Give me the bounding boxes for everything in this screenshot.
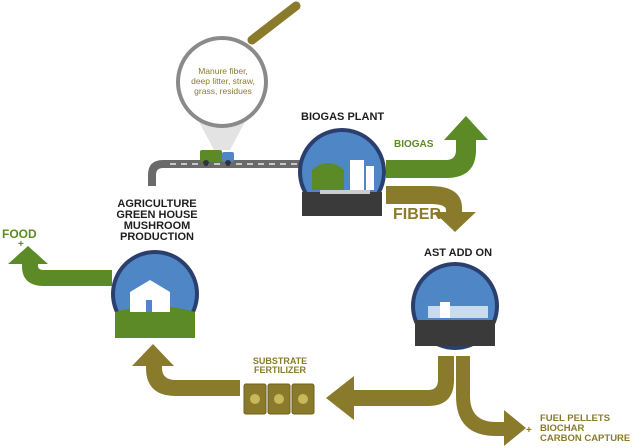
carbon-capture-label: CARBON CAPTURE [540, 433, 631, 444]
ast-add-on-node [411, 262, 499, 350]
fiber-arrow [386, 186, 476, 232]
road [148, 160, 300, 186]
biogas-arrow [386, 116, 488, 178]
ast-add-on-title: AST ADD ON [424, 247, 493, 259]
truck-icon [200, 150, 234, 166]
agriculture-line-4: PRODUCTION [120, 231, 194, 243]
magnifier-icon [176, 1, 301, 150]
substrate-line-1: SUBSTRATE [252, 356, 308, 366]
food-plus: + [18, 239, 24, 250]
substrate-line-2: FERTILIZER [254, 365, 306, 375]
magnifier-text: Manure fiber, deep litter, straw, grass,… [180, 66, 266, 97]
magnifier-line-1: Manure fiber, [198, 66, 248, 76]
magnifier-line-2: deep litter, straw, [191, 76, 255, 87]
agriculture-line-1: AGRICULTURE [117, 198, 197, 210]
degassed-label: DEGASSED [393, 195, 450, 206]
agriculture-title: AGRICULTURE GREEN HOUSE MUSHROOM PRODUCT… [102, 199, 212, 243]
biogas-plant-title: BIOGAS PLANT [301, 111, 385, 123]
food-arrow [8, 246, 112, 286]
magnifier-line-3: grass, residues [194, 86, 252, 97]
agriculture-node [111, 250, 199, 338]
biogas-output-label: BIOGAS [394, 139, 434, 150]
substrate-label: SUBSTRATE FERTILIZER [240, 357, 320, 375]
agriculture-line-3: MUSHROOM [123, 220, 191, 232]
substrate-arrow [326, 356, 454, 420]
fuel-pellets-label: FUEL PELLETS [540, 413, 611, 424]
fuel-pellets-arrow [456, 356, 526, 446]
biochar-label: BIOCHAR [540, 423, 585, 434]
fiber-label: FIBER [393, 206, 441, 223]
agriculture-line-2: GREEN HOUSE [116, 209, 198, 221]
food-label: FOOD [2, 227, 37, 241]
biogas-plant-node [298, 128, 386, 216]
output-plus: + [526, 425, 532, 436]
agriculture-input-arrow [132, 344, 240, 396]
substrate-bags [243, 383, 315, 415]
